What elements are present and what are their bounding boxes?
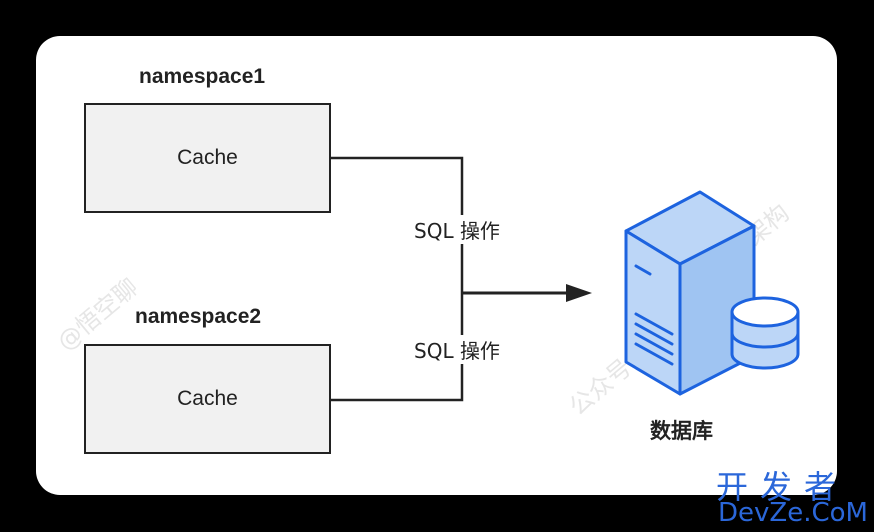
cache-box-1: Cache (84, 103, 331, 213)
database-server-icon (624, 190, 800, 396)
sql-label-2: SQL 操作 (410, 335, 504, 364)
cache-label-2: Cache (177, 387, 238, 410)
site-name-cn: 开发者 (716, 468, 849, 506)
cache-box-2: Cache (84, 344, 331, 454)
connector-top (330, 156, 464, 402)
arrow-head (566, 284, 592, 302)
site-name-en: DevZe.CoM (718, 498, 868, 528)
database-label: 数据库 (650, 419, 713, 443)
namespace1-title: namespace1 (139, 65, 266, 88)
sql-label-1: SQL 操作 (410, 215, 504, 244)
cache-label-1: Cache (177, 146, 238, 169)
namespace2-title: namespace2 (135, 305, 262, 328)
